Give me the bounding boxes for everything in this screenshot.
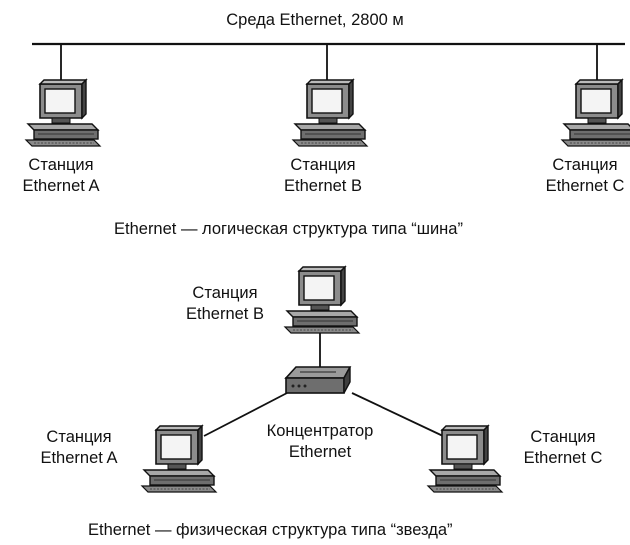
star-station-c-computer-icon	[427, 425, 503, 493]
bus-station-a-computer-icon	[25, 79, 101, 147]
ethernet-hub-icon	[284, 366, 352, 394]
star-station-b-computer-icon	[284, 266, 360, 334]
bus-station-b-computer-icon	[292, 79, 368, 147]
star-link-a	[203, 392, 288, 437]
star-link-c	[351, 392, 444, 437]
bus-station-c-computer-icon	[561, 79, 630, 147]
